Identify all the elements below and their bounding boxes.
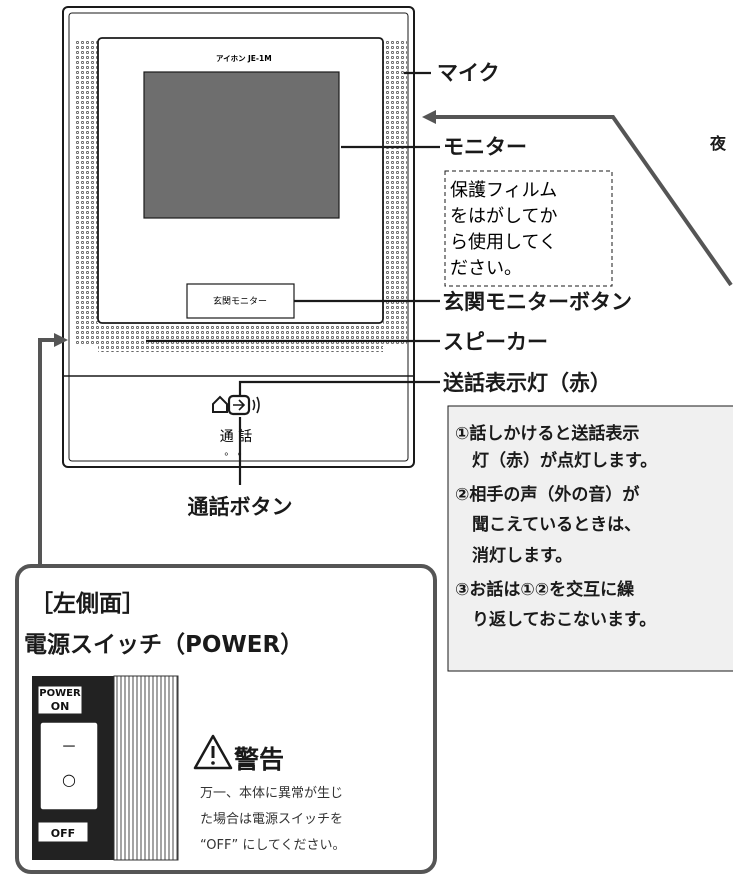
power-label: POWER — [39, 688, 81, 699]
side-panel-title: 電源スイッチ（POWER） — [24, 631, 303, 658]
off-label: OFF — [51, 827, 75, 840]
callout-lines — [146, 71, 440, 485]
door-monitor-button-callout: 玄関モニターボタン — [443, 290, 632, 314]
talk-lamp-label: 送話表示灯（赤） — [443, 371, 611, 395]
power-switch[interactable]: POWER ON － ○ OFF — [32, 675, 179, 861]
on-mark: － — [61, 737, 77, 756]
talk-button-callout: 通話ボタン — [188, 495, 293, 519]
talk-steps-box: ①話しかけると送話表示 灯（赤）が点灯します。 ②相手の声（外の音）が 聞こえて… — [447, 405, 733, 672]
film-note-line-2: をはがしてか — [450, 206, 557, 227]
step-line-2: 灯（赤）が点灯します。 — [472, 450, 657, 471]
night-label: 夜 — [709, 134, 727, 153]
side-view-arrow — [38, 333, 68, 565]
monitor-screen — [143, 71, 340, 219]
monitor-label: モニター — [443, 135, 527, 159]
talk-button[interactable]: 。 。 — [224, 447, 247, 458]
talk-icon — [212, 394, 260, 416]
warning-icon — [193, 734, 233, 770]
on-label: ON — [51, 700, 70, 713]
intercom-monitor-unit: アイホン JE-1M 玄関モニター 通 話 。 。 — [62, 6, 415, 468]
step-line-7: り返しておこないます。 — [472, 610, 656, 630]
talk-button-label: 通 話 — [220, 428, 252, 445]
film-note-line-4: ださい。 — [450, 258, 522, 279]
left-side-panel: ［左側面］ 電源スイッチ（POWER） POWER ON － ○ OFF 警告 … — [15, 564, 437, 874]
right-grille — [383, 40, 407, 346]
switch-ribs — [113, 675, 179, 861]
warning-line-1: 万一、本体に異常が生じ — [200, 786, 343, 801]
night-arrow — [422, 110, 733, 287]
off-mark: ○ — [62, 770, 76, 789]
brand-logo: アイホン — [216, 54, 246, 63]
step-line-1: ①話しかけると送話表示 — [455, 423, 639, 444]
door-monitor-button[interactable] — [186, 283, 295, 319]
speaker-label: スピーカー — [443, 330, 548, 354]
left-grille — [74, 40, 98, 346]
mic-label: マイク — [437, 61, 500, 85]
warning-line-2: た場合は電源スイッチを — [200, 812, 343, 827]
warning-title: 警告 — [233, 745, 284, 774]
step-line-5: 消灯します。 — [472, 545, 572, 566]
film-note-line-1: 保護フィルム — [450, 180, 557, 201]
film-note-line-3: ら使用してく — [450, 232, 557, 253]
door-monitor-button-label: 玄関モニター — [213, 295, 267, 307]
step-line-3: ②相手の声（外の音）が — [455, 484, 639, 505]
model-name: JE-1M — [247, 54, 272, 63]
step-line-6: ③お話は①②を交互に繰 — [455, 579, 635, 600]
step-line-4: 聞こえているときは、 — [472, 515, 641, 535]
speaker-grille — [98, 324, 383, 352]
side-panel-heading: ［左側面］ — [30, 590, 145, 617]
warning-line-3: “OFF” にしてください。 — [200, 838, 346, 853]
film-note: 保護フィルム をはがしてか ら使用してく ださい。 — [444, 170, 613, 287]
rocker-switch[interactable] — [39, 721, 99, 811]
